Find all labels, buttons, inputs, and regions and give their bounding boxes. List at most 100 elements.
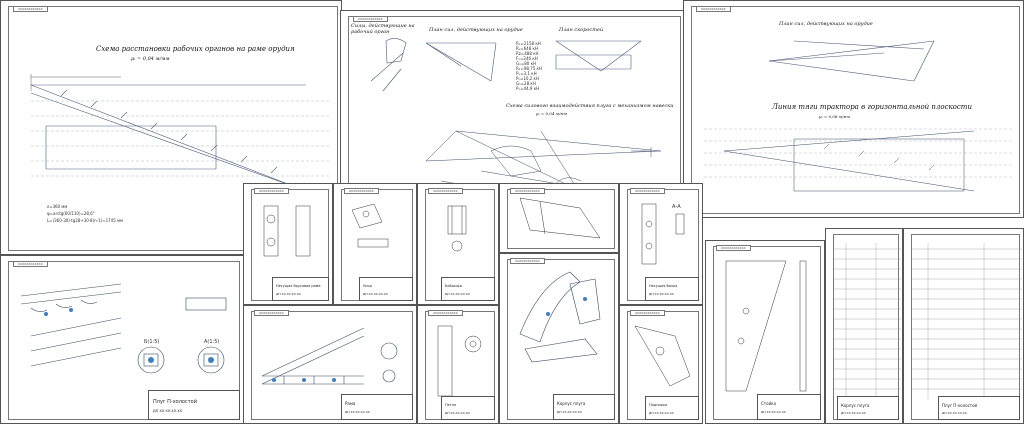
sheet-stamp: XXXXXXXXXXXX <box>696 6 731 12</box>
title-block-code: ДП XX.XX.XX.XX <box>649 292 674 296</box>
title-block: Несущая балка ДП XX.XX.XX.XX <box>645 277 699 301</box>
calc-note-3: L=(360-30)·tg28+30·8(n-1)≈1745 мм <box>47 218 124 223</box>
sheet-stamp: XXXXXXXXXXXX <box>716 245 751 251</box>
sheet-title: Схема расстановки рабочих органов на рам… <box>96 45 295 53</box>
sheet-scale: μₗ = 0,04 м/мм <box>131 56 170 62</box>
sheet-stamp: XXXXXXXXXXXX <box>254 188 289 194</box>
plan-title: План сил, действующих на орудие <box>429 27 523 33</box>
force-value-3: Rz=488 кН <box>516 51 539 56</box>
force-value-8: Pₙ=10,2 кН <box>516 76 539 81</box>
title-block-name: Корпус плуга <box>841 403 870 408</box>
title-block: Упор ДП XX.XX.XX.XX <box>359 277 413 301</box>
speeds-title: План скоростей <box>559 27 604 33</box>
force-value-9: Gₙ=28 кН <box>516 81 536 86</box>
sheet-stamp: XXXXXXXXXXXX <box>630 188 665 194</box>
title-block: Корпус плуга ДП XX.XX.XX.XX <box>837 396 899 420</box>
drawing-sheet-traction-line: XXXXXXXXXXXX План сил, действующих на ор… <box>683 0 1024 218</box>
title-block-code: ДП XX.XX.XX.XX <box>153 409 182 413</box>
part-drawing <box>447 205 467 252</box>
sheet-frame <box>691 6 1020 214</box>
force-value-10: Pₓ=44,9 кН <box>516 86 540 91</box>
spec-sheet-plough: Плуг П-холостой ДП XX.XX.XX.XX <box>903 228 1024 424</box>
title-block-code: ДП XX.XX.XX.XX <box>276 292 301 296</box>
scheme-title: Схема силового взаимодействия плуга с ме… <box>506 103 674 109</box>
part-drawing <box>641 203 685 265</box>
plough-body-drawing <box>519 271 601 363</box>
title-block-code: ДП XX.XX.XX.XX <box>761 410 786 414</box>
sheet-stamp: XXXXXXXXXXXX <box>353 16 388 22</box>
spec-table <box>834 243 901 399</box>
title-block-code: ДП XX.XX.XX.XX <box>557 410 582 414</box>
title-block: Рама ДП XX.XX.XX.XX <box>341 394 413 420</box>
drawing-sheet-rack-assembly: XXXXXXXXXXXX Стойка ДП XX.XX.XX.XX <box>705 240 825 424</box>
sheet-scale: μₗ = 0,08 м/мм <box>819 114 850 119</box>
sheet-stamp: XXXXXXXXXXXX <box>428 188 463 194</box>
title-block-name: Несущая балка <box>649 284 678 288</box>
force-value-4: Fₓ=246 кН <box>516 56 538 61</box>
drawing-sheet-placement-scheme: XXXXXXXXXXXX Схема расстановки рабочих о… <box>0 0 342 255</box>
title-block: Петля ДП XX.XX.XX.XX <box>441 396 495 420</box>
sheet-stamp: XXXXXXXXXXXX <box>13 6 48 12</box>
section-label: А-А <box>672 204 681 210</box>
placement-scheme-drawing <box>30 74 331 192</box>
drawing-sheet-plough-general: XXXXXXXXXXXX Б(1:5) А(1:5) Плуг П-холост… <box>0 255 244 424</box>
section-label-bb: Б(1:5) <box>144 339 160 345</box>
line-title: Линия тяги трактора в горизонтальной пло… <box>772 103 972 111</box>
spec-table <box>912 243 1022 399</box>
title-block-name: Плуг П-холостой <box>153 399 197 405</box>
part-drawing <box>263 205 311 257</box>
plough-general-drawing <box>20 283 227 374</box>
calc-note-1: z=360 мм <box>47 204 68 209</box>
title-block-code: ДП XX.XX.XX.XX <box>345 410 370 414</box>
drawing-sheet-support: XXXXXXXXXXXX Подпорка ДП XX.XX.XX.XX <box>619 305 703 424</box>
title-block-code: ДП XX.XX.XX.XX <box>445 292 470 296</box>
title-block: Подпорка ДП XX.XX.XX.XX <box>645 396 699 420</box>
sheet-stamp: XXXXXXXXXXXX <box>254 310 289 316</box>
force-value-1: Rₓ=2158 кН <box>516 41 541 46</box>
forces-title: Силы, действующие на рабочий орган <box>351 23 415 35</box>
sheet-stamp: XXXXXXXXXXXX <box>13 261 48 267</box>
scheme-scale: μₗ = 0,04 м/мм <box>536 111 567 116</box>
rack-drawing <box>725 260 807 392</box>
sheet-stamp: XXXXXXXXXXXX <box>630 310 665 316</box>
spec-sheet-plough-body: Корпус плуга ДП XX.XX.XX.XX <box>825 228 903 424</box>
title-block-name: Подпорка <box>649 403 668 407</box>
sheet-stamp: XXXXXXXXXXXX <box>344 188 379 194</box>
title-block: Корпус плуга ДП XX.XX.XX.XX <box>553 394 615 420</box>
drawing-sheet-stop: XXXXXXXXXXXX Упор ДП XX.XX.XX.XX <box>333 183 417 305</box>
force-value-2: Rᵧ=648 кН <box>516 46 538 51</box>
sheet-frame <box>251 311 413 420</box>
title-block: Плуг П-холостой ДП XX.XX.XX.XX <box>148 390 240 420</box>
sheet-frame <box>8 6 338 251</box>
force-value-7: Pₓ=3,1 кН <box>516 71 537 76</box>
title-block-code: ДП XX.XX.XX.XX <box>649 411 674 415</box>
title-block: Бобышка ДП XX.XX.XX.XX <box>441 277 495 301</box>
sheet-stamp: XXXXXXXXXXXX <box>510 258 545 264</box>
sheet-stamp: XXXXXXXXXXXX <box>428 310 463 316</box>
part-drawing <box>519 197 601 239</box>
title-block: Плуг П-холостой ДП XX.XX.XX.XX <box>938 396 1020 420</box>
title-block-code: ДП XX.XX.XX.XX <box>363 292 388 296</box>
section-label-aa: А(1:5) <box>204 339 220 345</box>
part-drawing <box>351 203 389 248</box>
title-block: Стойка ДП XX.XX.XX.XX <box>757 394 821 420</box>
drawing-sheet-loop: XXXXXXXXXXXX Петля ДП XX.XX.XX.XX <box>417 305 499 424</box>
calc-note-2: φ=arctg(60/110)=28,6° <box>47 211 95 216</box>
title-block-name: Стойка <box>761 401 777 406</box>
drawing-sheet-boss: XXXXXXXXXXXX Бобышка ДП XX.XX.XX.XX <box>417 183 499 305</box>
title-block-name: Петля <box>445 403 457 407</box>
sheet-stamp: XXXXXXXXXXXX <box>510 188 545 194</box>
frame-assembly-drawing <box>261 327 398 385</box>
title-block-name: Плуг П-холостой <box>942 403 978 408</box>
plan-title: План сил, действующих на орудие <box>779 21 873 27</box>
title-block-name: Корпус плуга <box>557 401 586 406</box>
drawing-sheet-bar-frame: XXXXXXXXXXXX Несущая брусовая рама ДП XX… <box>243 183 333 305</box>
title-block: Несущая брусовая рама ДП XX.XX.XX.XX <box>272 277 329 301</box>
drawing-sheet-plough-body: XXXXXXXXXXXX Корпус плуга ДП XX.XX.XX.XX <box>499 253 619 424</box>
title-block-code: ДП XX.XX.XX.XX <box>445 411 470 415</box>
title-block-name: Упор <box>363 284 372 288</box>
title-block-name: Рама <box>345 401 356 406</box>
title-block-code: ДП XX.XX.XX.XX <box>841 411 866 415</box>
force-value-6: Rₖ=98,75 кН <box>516 66 542 71</box>
force-value-5: Gₓ=80 кН <box>516 61 537 66</box>
